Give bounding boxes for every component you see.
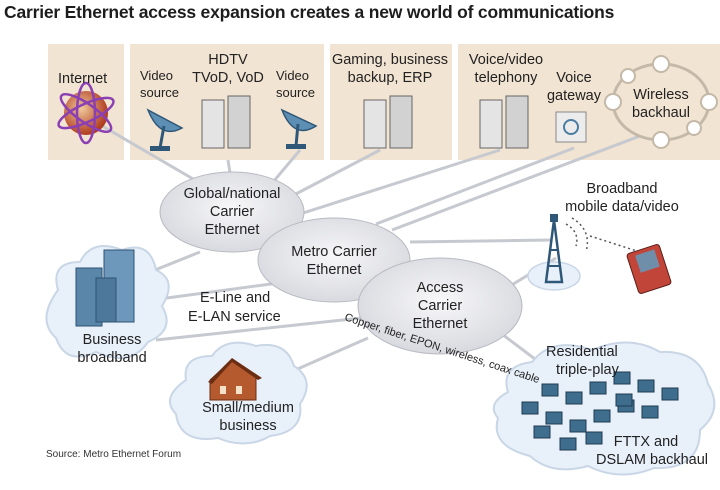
link-voice-global: [299, 148, 501, 216]
link-gaming-global: [291, 148, 381, 198]
server-icon: [363, 95, 413, 149]
office-building-icon: [75, 249, 135, 327]
link-mobile-metro: [409, 238, 553, 244]
link-business-metro: [151, 280, 287, 302]
house-icon: [208, 358, 262, 401]
cloud-access: [357, 257, 523, 355]
link-wireless-metro: [391, 134, 641, 232]
label-internet: Internet: [58, 71, 107, 87]
diagram-title: Carrier Ethernet access expansion create…: [4, 2, 615, 22]
wireless-ring-icon: [604, 55, 718, 149]
satellite-dish-icon: [280, 108, 318, 149]
source-note: Source: Metro Ethernet Forum: [46, 449, 182, 460]
server-icon: [201, 95, 251, 149]
residential-cloud: [492, 341, 716, 476]
wireless-signal-icon: [565, 217, 641, 253]
server-icon: [479, 95, 529, 149]
globe-icon: [57, 81, 115, 145]
voice-gateway-icon: [555, 111, 587, 143]
satellite-dish-icon: [146, 108, 184, 151]
link-gateway-metro: [375, 146, 575, 226]
cloud-global: [159, 171, 305, 253]
link-business-access: [155, 314, 381, 342]
residential-units-icon: [521, 371, 679, 451]
cell-tower-icon: [527, 214, 581, 291]
mobile-device-icon: [626, 244, 672, 294]
